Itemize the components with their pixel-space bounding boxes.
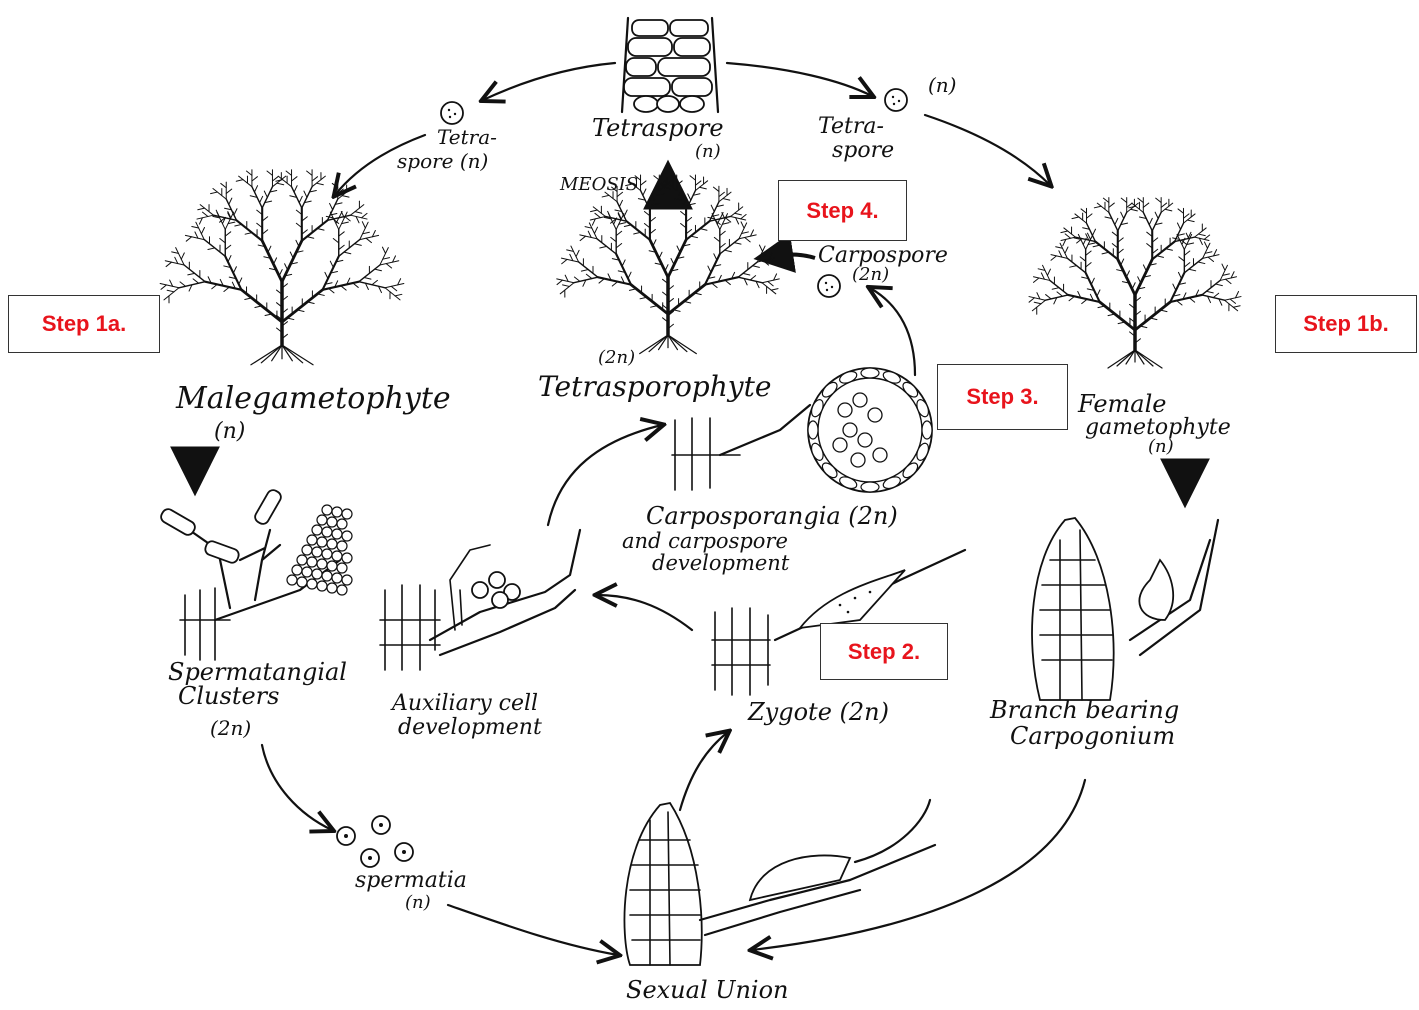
carposporangia-label-3: development <box>652 551 790 575</box>
sexual-union-drawing <box>624 800 935 965</box>
tetraspore-right-label-1: Tetra- <box>818 114 884 139</box>
step-2-box: Step 2. <box>820 623 948 680</box>
tetrasporophyte-thallus-icon <box>557 175 780 354</box>
arrow-zygote-to-auxiliary <box>597 595 692 630</box>
thallus-plants <box>160 170 1241 368</box>
step-1a-label: Step 1a. <box>42 311 126 337</box>
sexual-union-label: Sexual Union <box>626 976 789 1004</box>
step-4-box: Step 4. <box>778 180 907 241</box>
female-gametophyte-thallus-icon <box>1029 198 1241 368</box>
tetraspore-right-label-2: spore <box>832 138 894 163</box>
tetraspore-top-label: Tetraspore <box>592 114 724 142</box>
male-gametophyte-ploidy: (n) <box>214 419 245 444</box>
arrow-to-right-tetraspore <box>727 63 872 96</box>
branch-label-2: Carpogonium <box>1010 722 1175 750</box>
female-gametophyte-label-1: Female <box>1077 390 1167 418</box>
auxiliary-cell-drawing <box>380 530 580 670</box>
step-4-label: Step 4. <box>806 198 878 224</box>
meiosis-label: MEOSIS <box>559 174 638 195</box>
carposporangia-label-2: and carpospore <box>622 529 788 553</box>
tetraspore-right-ploidy: (n) <box>928 73 957 97</box>
tetraspore-top-ploidy: (n) <box>695 141 721 162</box>
spermatia-cells-icon <box>337 816 413 867</box>
spermatangial-ploidy: (2n) <box>210 716 251 740</box>
step-3-box: Step 3. <box>937 364 1068 430</box>
auxiliary-label-1: Auxiliary cell <box>390 691 538 716</box>
tetraspore-cell-icon <box>441 102 463 124</box>
tetraspore-cell-icon <box>885 89 907 111</box>
spermatia-label: spermatia <box>355 868 467 893</box>
carpospore-cell-icon <box>818 275 840 297</box>
tetraspore-cluster-icon <box>622 18 718 112</box>
male-gametophyte-label: Malegametophyte <box>175 381 451 416</box>
step-1a-box: Step 1a. <box>8 295 160 353</box>
branch-label-1: Branch bearing <box>989 696 1179 724</box>
arrow-to-spermatia <box>262 745 332 830</box>
carpogonium-drawing <box>1032 518 1218 700</box>
arrow-carpospore-to-tetrasporophyte <box>760 255 815 258</box>
spermatia-ploidy: (n) <box>405 892 431 913</box>
spermatangial-label-2: Clusters <box>178 682 279 710</box>
arrow-spermatia-to-union <box>448 905 618 955</box>
arrow-to-carpospore <box>870 288 915 375</box>
tetraspore-left-label-1: Tetra- <box>437 125 497 149</box>
arrow-to-left-tetraspore <box>483 63 615 100</box>
arrow-union-to-zygote <box>680 732 728 810</box>
female-gametophyte-ploidy: (n) <box>1148 436 1174 457</box>
arrow-auxiliary-to-carposporangia <box>548 425 662 525</box>
step-3-label: Step 3. <box>966 384 1038 410</box>
tetraspore-left-label-2: spore (n) <box>397 149 488 173</box>
carposporangia-label-1: Carposporangia (2n) <box>646 502 898 530</box>
tetrasporophyte-ploidy: (2n) <box>598 347 635 368</box>
arrow-to-female-gametophyte <box>925 115 1050 185</box>
male-gametophyte-thallus-icon <box>160 170 404 365</box>
carpospore-ploidy: (2n) <box>852 264 889 285</box>
tetrasporophyte-label: Tetrasporophyte <box>538 370 771 403</box>
step-2-label: Step 2. <box>848 639 920 665</box>
step-1b-label: Step 1b. <box>1303 311 1389 337</box>
zygote-label: Zygote (2n) <box>747 698 889 726</box>
spermatangial-cluster-drawing <box>159 488 352 660</box>
step-1b-box: Step 1b. <box>1275 295 1417 353</box>
auxiliary-label-2: development <box>398 715 542 740</box>
